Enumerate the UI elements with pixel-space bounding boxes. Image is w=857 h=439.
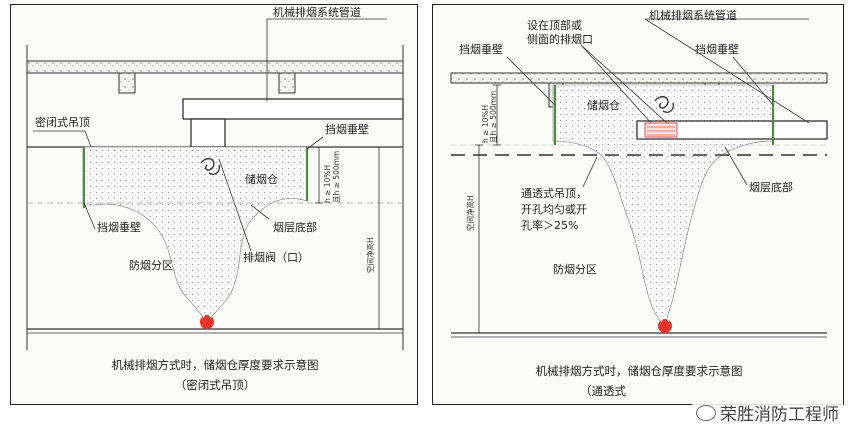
smoke-duct bbox=[636, 120, 828, 140]
smoke-wall-left-label: 挡烟垂壁 bbox=[459, 42, 503, 56]
leader-layer bbox=[724, 146, 748, 186]
smoke-storage-label: 储烟仓 bbox=[245, 172, 278, 186]
exhaust-valve-label: 排烟阀（口） bbox=[243, 250, 309, 264]
leader-ceiling-2 bbox=[84, 130, 92, 148]
beam-2 bbox=[278, 72, 296, 94]
leader-valve bbox=[218, 158, 252, 252]
ceiling-slab bbox=[450, 72, 828, 84]
duct-branch bbox=[190, 118, 226, 148]
smoke-wall-top-label: 挡烟垂壁 bbox=[325, 122, 369, 136]
perforated-ceiling-label-1: 通透式吊顶， bbox=[521, 187, 587, 200]
outlet-label-1: 设在顶部或 bbox=[527, 18, 582, 32]
fire-icon bbox=[200, 315, 214, 329]
h-requirement-line2: 且h ≥ 500mm bbox=[489, 91, 498, 143]
caption-title: 机械排烟方式时，储烟仓厚度要求示意图 bbox=[536, 364, 743, 378]
smoke-layer-bottom-label: 烟层底部 bbox=[273, 220, 317, 234]
smoke-zone-label: 防烟分区 bbox=[129, 258, 173, 272]
fire-icon bbox=[658, 319, 672, 333]
leader-wall-bottom bbox=[83, 202, 96, 230]
smoke-swirl-icon bbox=[200, 157, 221, 175]
right-diagram-svg: h ≥ 10%H 且h ≥ 500mm 空间净高H 机械排烟系统管道 设在顶部或… bbox=[450, 8, 828, 398]
duct-label: 机械排烟系统管道 bbox=[273, 5, 361, 19]
perforated-ceiling-label-3: 孔率＞25% bbox=[521, 218, 578, 232]
diagram-sealed-ceiling: h ≥ 10%H 且h ≥ 500mm 空间净高H 机械排烟系统管道 密闭式吊顶… bbox=[10, 4, 418, 405]
duct-label: 机械排烟系统管道 bbox=[649, 8, 737, 22]
wechat-icon bbox=[696, 404, 716, 421]
smoke-layer-bottom-label: 烟层底部 bbox=[749, 180, 793, 194]
leader-wall-top bbox=[306, 136, 324, 150]
exhaust-outlet-icon bbox=[644, 122, 678, 138]
h-requirement-line1: h ≥ 10%H bbox=[481, 105, 490, 143]
flame-icon bbox=[202, 313, 212, 319]
beam-1 bbox=[118, 72, 136, 94]
caption-subtitle: （通透式 bbox=[580, 384, 626, 398]
perforated-ceiling-label-2: 开孔均匀或开 bbox=[521, 203, 587, 216]
h-requirement-line1: h ≥ 10%H bbox=[323, 165, 332, 203]
caption-subtitle: （密闭式吊顶） bbox=[175, 378, 256, 392]
flame-icon bbox=[660, 317, 670, 323]
smoke-zone-label: 防烟分区 bbox=[553, 262, 597, 276]
ceiling-slab bbox=[26, 60, 404, 74]
clear-height-label: 空间净高H bbox=[365, 237, 375, 273]
smoke-wall-bottom-label: 挡烟垂壁 bbox=[97, 220, 141, 234]
leader-wall-right bbox=[732, 56, 774, 106]
smoke-duct bbox=[182, 98, 404, 120]
caption-title: 机械排烟方式时，储烟仓厚度要求示意图 bbox=[112, 358, 319, 372]
leader-outlet-1 bbox=[580, 44, 652, 124]
smoke-wall-right-label: 挡烟垂壁 bbox=[695, 42, 739, 56]
outlet-label-2: 侧面的排烟口 bbox=[527, 32, 593, 46]
h-requirement-line2: 且h ≥ 500mm bbox=[332, 151, 341, 203]
clear-height-label: 空间净高H bbox=[465, 195, 475, 231]
watermark: 荣胜消防工程师 bbox=[692, 400, 843, 425]
leader-outlet-2 bbox=[580, 44, 668, 124]
left-diagram-svg: h ≥ 10%H 且h ≥ 500mm 空间净高H 机械排烟系统管道 密闭式吊顶… bbox=[26, 5, 404, 392]
leader-wall-left bbox=[506, 56, 556, 106]
leader-layer bbox=[250, 204, 270, 220]
smoke-swirl-icon bbox=[654, 95, 675, 113]
smoke-storage-label: 储烟仓 bbox=[587, 98, 620, 112]
leader-perforated bbox=[582, 156, 598, 188]
leader-duct bbox=[644, 18, 810, 124]
watermark-text: 荣胜消防工程师 bbox=[720, 405, 839, 425]
diagram-perforated-ceiling: h ≥ 10%H 且h ≥ 500mm 空间净高H 机械排烟系统管道 设在顶部或… bbox=[432, 4, 844, 405]
sealed-ceiling-label: 密闭式吊顶 bbox=[35, 115, 90, 129]
